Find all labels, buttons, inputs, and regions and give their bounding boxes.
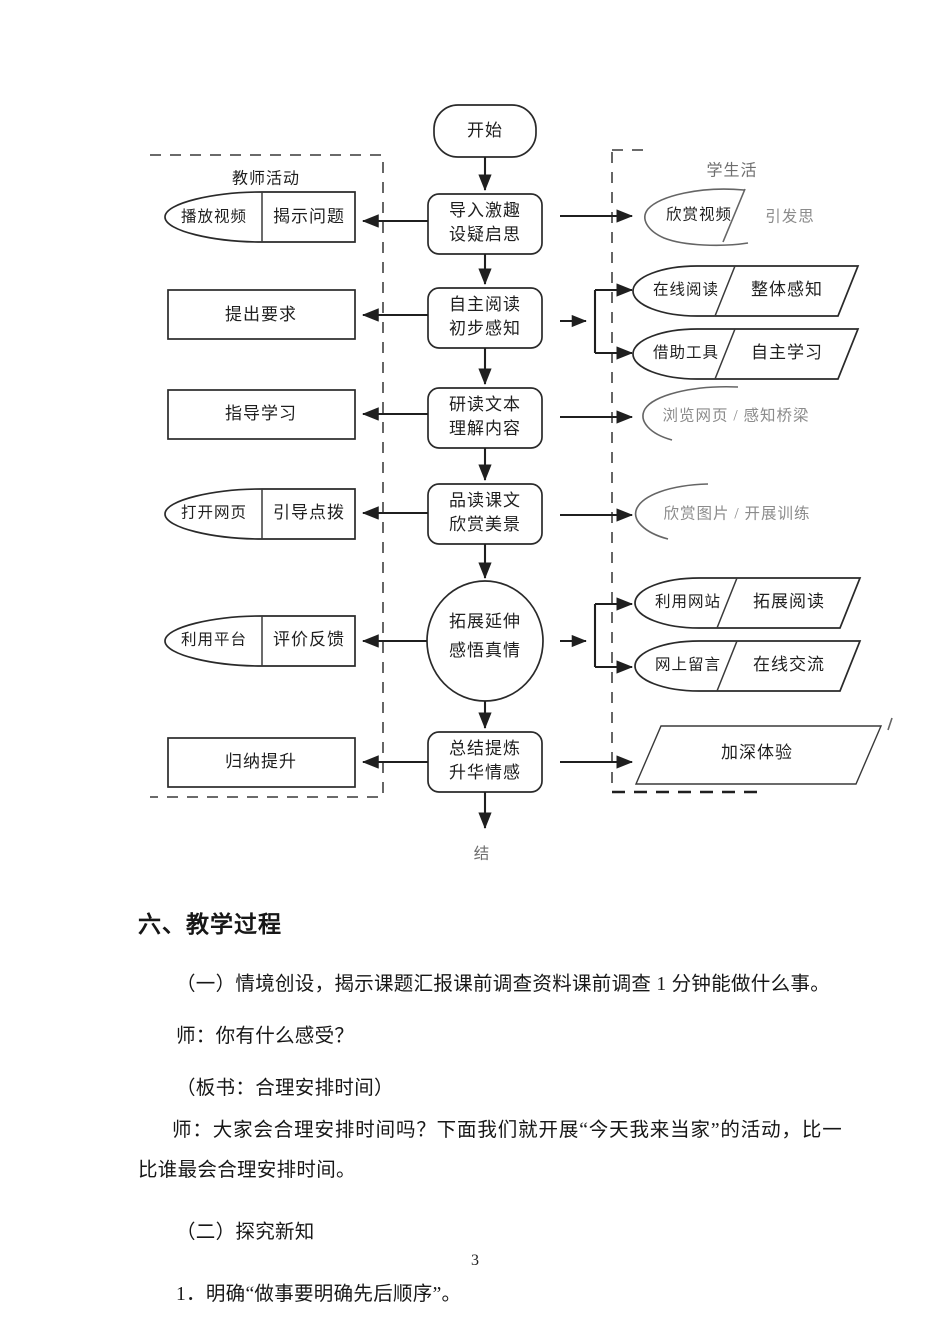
- teaching-process-flowchart: 教师活动 学生活 开始 导入激趣 设疑启思 自主阅读 初步感知 研读文本 理解内…: [150, 104, 893, 863]
- teacher-node-2: [167, 289, 356, 340]
- student-node-7-left: 网上留言: [655, 656, 721, 674]
- page-number: 3: [471, 1252, 479, 1269]
- student-node-2-left: 在线阅读: [653, 281, 719, 299]
- section-heading: 六、教学过程: [138, 912, 282, 937]
- teacher-node-5-right: 评价反馈: [273, 630, 345, 649]
- student-node-5-shape: [634, 483, 709, 540]
- center-node-2-line1: 自主阅读: [449, 295, 521, 314]
- student-node-1-left: 欣赏视频: [666, 206, 732, 224]
- center-node-3-line2: 理解内容: [449, 419, 521, 438]
- student-node-4-right: 浏览网页 / 感知桥梁: [662, 407, 809, 425]
- student-node-3: [632, 328, 860, 380]
- teacher-node-2-right: 提出要求: [225, 305, 297, 324]
- center-node-1-line2: 设疑启思: [449, 225, 521, 244]
- student-node-1-right: 引发思: [765, 208, 815, 226]
- center-node-6-line1: 总结提炼: [449, 739, 521, 758]
- center-node-3-line1: 研读文本: [449, 395, 521, 414]
- center-node-2-line2: 初步感知: [449, 319, 521, 338]
- teacher-node-1-right: 揭示问题: [273, 207, 345, 226]
- student-node-6-left: 利用网站: [655, 593, 721, 611]
- student-node-6: [634, 577, 862, 629]
- flow-end-label: 结: [474, 845, 491, 863]
- student-node-6-right: 拓展阅读: [753, 592, 825, 611]
- student-node-4-shape: [642, 385, 739, 441]
- paragraph-6: 1．明确“做事要明确先后顺序”。: [176, 1284, 462, 1305]
- teacher-node-5: [164, 615, 356, 667]
- teacher-node-1: [164, 191, 356, 243]
- paragraph-1: （一）情境创设，揭示课题汇报课前调查资料课前调查 1 分钟能做什么事。: [176, 974, 831, 995]
- teacher-node-4: [164, 488, 356, 540]
- document-body: 六、教学过程 （一）情境创设，揭示课题汇报课前调查资料课前调查 1 分钟能做什么…: [0, 905, 950, 1327]
- paragraph-4: 师：大家会合理安排时间吗？下面我们就开展“今天我来当家”的活动，比一比谁最会合理…: [138, 1120, 842, 1181]
- teacher-node-4-right: 引导点拨: [273, 503, 345, 522]
- student-node-5-right: 欣赏图片 / 开展训练: [663, 505, 810, 523]
- center-node-1-line1: 导入激趣: [449, 201, 521, 220]
- paragraph-2: 师：你有什么感受？: [176, 1026, 355, 1047]
- paragraph-3: （板书：合理安排时间）: [176, 1078, 394, 1099]
- teacher-node-3-right: 指导学习: [225, 404, 297, 423]
- teacher-node-6: [167, 737, 356, 788]
- paragraph-5: （二）探究新知: [176, 1222, 315, 1243]
- student-node-3-left: 借助工具: [653, 344, 719, 362]
- teacher-node-3: [167, 389, 356, 440]
- teacher-lane-boundary: [150, 154, 384, 798]
- student-node-8-right: 加深体验: [721, 743, 793, 762]
- center-node-4-line1: 品读课文: [449, 491, 521, 510]
- center-node-5-line1: 拓展延伸: [449, 612, 521, 631]
- teacher-node-1-left: 播放视频: [181, 208, 247, 226]
- student-node-2: [632, 265, 860, 317]
- student-node-8: [634, 725, 883, 785]
- center-node-4-line2: 欣赏美景: [449, 515, 521, 534]
- student-node-7: [634, 640, 862, 692]
- student-lane-label: 学生活: [706, 162, 757, 180]
- student-node-2-right: 整体感知: [751, 280, 823, 299]
- teacher-lane-label: 教师活动: [232, 170, 300, 188]
- flow-start-label: 开始: [467, 121, 503, 140]
- teacher-node-4-left: 打开网页: [181, 504, 247, 522]
- teacher-node-6-right: 归纳提升: [225, 752, 297, 771]
- center-node-5-line2: 感悟真情: [449, 641, 521, 660]
- student-node-3-right: 自主学习: [751, 343, 823, 362]
- student-node-7-right: 在线交流: [753, 655, 825, 674]
- teacher-node-5-left: 利用平台: [181, 631, 247, 649]
- student-node-1-shape: [644, 188, 749, 247]
- center-node-6-line2: 升华情感: [449, 763, 521, 782]
